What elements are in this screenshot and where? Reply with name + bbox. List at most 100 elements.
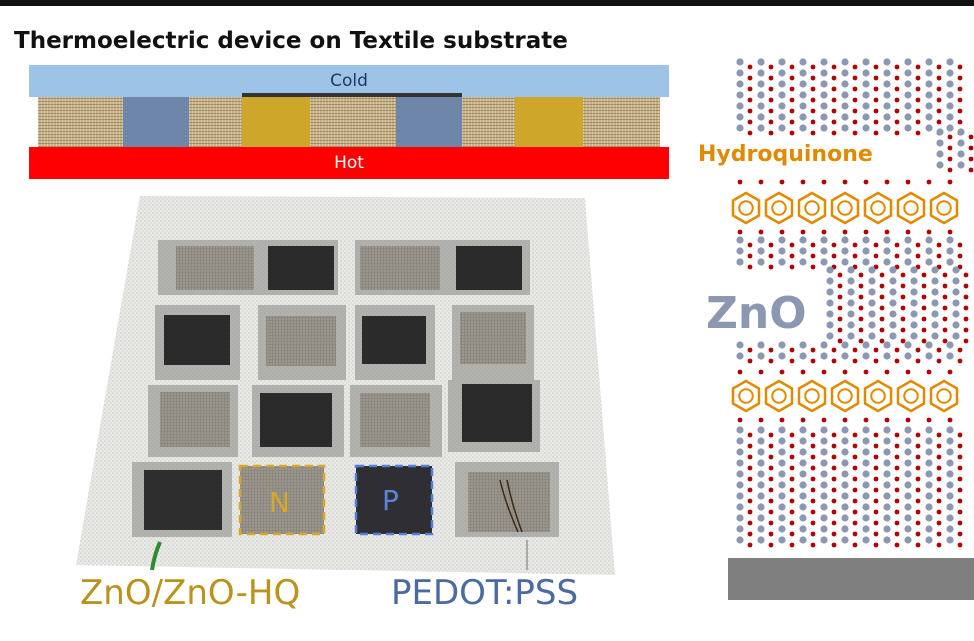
o-atom	[768, 454, 774, 460]
zn-atom	[826, 288, 834, 296]
zn-atom	[946, 258, 954, 266]
n-leg-pellet	[240, 466, 324, 534]
zn-atom	[799, 247, 807, 255]
o-atom	[831, 454, 837, 460]
zn-atom	[736, 341, 744, 349]
zno-label: ZnO	[706, 288, 807, 339]
o-atom	[879, 294, 885, 300]
zn-atom	[946, 503, 954, 511]
zn-atom	[862, 91, 870, 99]
o-atom	[810, 487, 816, 493]
o-atom	[915, 119, 921, 125]
zn-atom	[778, 448, 786, 456]
ring-center	[804, 388, 820, 404]
o-atom	[894, 64, 900, 70]
zn-atom	[841, 426, 849, 434]
o-atom	[852, 465, 858, 471]
zn-atom	[841, 236, 849, 244]
zn-atom	[778, 536, 786, 544]
pellet-zno-hq	[360, 246, 440, 290]
n-type-legend: ZnO/ZnO-HQ	[80, 573, 301, 613]
o-atom	[936, 520, 942, 526]
o-atom	[957, 64, 963, 70]
o-atom	[852, 64, 858, 70]
o-atom	[852, 531, 858, 537]
zn-atom	[820, 236, 828, 244]
textile-segment	[189, 97, 242, 147]
o-atom	[884, 179, 890, 185]
o-atom	[789, 358, 795, 364]
o-atom	[894, 487, 900, 493]
zn-atom	[957, 161, 965, 169]
o-atom	[789, 487, 795, 493]
o-atom	[963, 283, 969, 289]
o-atom	[747, 86, 753, 92]
zn-atom	[862, 352, 870, 360]
zn-atom	[799, 69, 807, 77]
o-atom	[942, 272, 948, 278]
o-atom	[831, 253, 837, 259]
o-atom	[957, 97, 963, 103]
o-atom	[837, 283, 843, 289]
zn-atom	[820, 91, 828, 99]
zn-atom	[904, 124, 912, 132]
o-atom	[915, 130, 921, 136]
o-atom	[915, 531, 921, 537]
textile-segment	[38, 97, 123, 147]
o-atom	[879, 283, 885, 289]
p-leg-pellet	[356, 466, 432, 534]
o-atom	[947, 134, 953, 140]
zn-atom	[862, 69, 870, 77]
zn-atom	[778, 58, 786, 66]
o-atom	[915, 542, 921, 548]
pellet-zno-hq	[460, 312, 526, 364]
zn-atom	[904, 481, 912, 489]
o-atom	[873, 347, 879, 353]
o-atom	[779, 179, 785, 185]
o-atom	[957, 75, 963, 81]
o-atom	[768, 487, 774, 493]
zn-atom	[946, 352, 954, 360]
zn-atom	[925, 113, 933, 121]
o-atom	[789, 119, 795, 125]
zn-atom	[904, 459, 912, 467]
o-atom	[837, 316, 843, 322]
zn-atom	[757, 448, 765, 456]
o-atom	[936, 498, 942, 504]
o-atom	[957, 542, 963, 548]
o-atom	[936, 119, 942, 125]
o-atom	[968, 167, 974, 173]
o-atom	[810, 432, 816, 438]
zn-atom	[778, 525, 786, 533]
o-atom	[789, 520, 795, 526]
zn-atom	[778, 258, 786, 266]
o-atom	[957, 531, 963, 537]
o-atom	[789, 86, 795, 92]
o-atom	[936, 509, 942, 515]
zn-atom	[883, 91, 891, 99]
zn-atom	[946, 426, 954, 434]
zn-atom	[820, 437, 828, 445]
zn-atom	[910, 277, 918, 285]
zn-atom	[820, 258, 828, 266]
o-atom	[915, 520, 921, 526]
pellet-zno-hq	[160, 392, 230, 447]
zn-atom	[778, 247, 786, 255]
o-atom	[921, 327, 927, 333]
o-atom	[737, 369, 743, 375]
o-atom	[810, 108, 816, 114]
zn-atom	[736, 236, 744, 244]
zn-atom	[820, 102, 828, 110]
o-atom	[957, 465, 963, 471]
zn-atom	[883, 459, 891, 467]
ring-center	[936, 200, 952, 216]
o-atom	[747, 358, 753, 364]
pellet-dark	[456, 246, 522, 290]
zn-atom	[925, 514, 933, 522]
o-atom	[915, 86, 921, 92]
o-atom	[963, 305, 969, 311]
o-atom	[852, 75, 858, 81]
zn-atom	[889, 332, 897, 340]
zn-atom	[883, 113, 891, 121]
o-atom	[758, 417, 764, 423]
